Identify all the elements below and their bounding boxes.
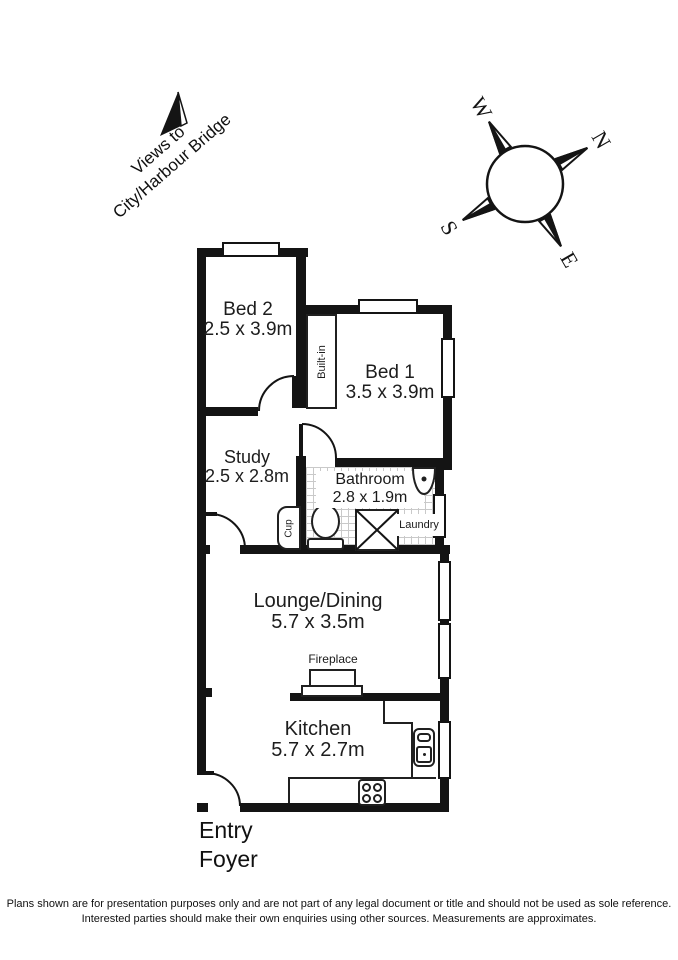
entry-label-line: Entry: [199, 817, 253, 843]
kitchen-sink-drain-dot: [423, 753, 426, 756]
bed2-door-arc: [258, 375, 295, 412]
study-name: Study: [223, 447, 271, 467]
wall-study-bottom: [240, 545, 450, 554]
wall-lounge-kitchen-divider: [290, 693, 449, 701]
wall-study-bathroom-divider: [296, 456, 306, 554]
kitchen-counter-line: [288, 777, 436, 779]
views-note-line1: Views to: [127, 121, 189, 179]
wall-tick-left: [206, 688, 212, 697]
lounge-name: Lounge/Dining: [253, 590, 383, 612]
bed1-dims: 3.5 x 3.9m: [345, 382, 435, 403]
compass-rose-icon: N E S W: [436, 93, 617, 272]
wall-left: [197, 248, 206, 775]
stove: [358, 779, 386, 806]
window-bed1-top: [358, 299, 418, 314]
disclaimer-line2: Interested parties should make their own…: [81, 913, 597, 925]
bathroom-dims: 2.8 x 1.9m: [332, 489, 408, 506]
bathroom-name: Bathroom: [335, 471, 405, 488]
bed2-label: Bed 2 2.5 x 3.9m: [188, 300, 308, 340]
entry-door-arc: [205, 772, 241, 807]
compass-east-label: E: [555, 248, 583, 272]
bed1-name: Bed 1: [365, 362, 415, 383]
bed2-dims: 2.5 x 3.9m: [203, 319, 293, 340]
fireplace-label: Fireplace: [308, 652, 358, 666]
lounge-dims: 5.7 x 3.5m: [271, 611, 365, 633]
laundry-label: Laundry: [399, 519, 439, 531]
view-direction-arrow-icon: [160, 91, 188, 136]
shower-tray: [355, 509, 399, 551]
disclaimer-line1: Plans shown are for presentation purpose…: [6, 898, 672, 910]
study-dims: 2.5 x 2.8m: [204, 466, 290, 486]
bed1-label: Bed 1 3.5 x 3.9m: [330, 363, 450, 403]
disclaimer: Plans shown are for presentation purpose…: [0, 897, 678, 927]
entry-foyer-label: Entry Foyer: [199, 816, 258, 874]
kitchen-counter-line: [383, 722, 413, 724]
stove-burner: [362, 794, 371, 803]
window-bed2: [222, 242, 280, 257]
fireplace-hearth: [301, 685, 363, 697]
kitchen-counter-line: [383, 701, 385, 724]
window-lounge-2: [438, 623, 451, 679]
hall-door-arc: [301, 423, 337, 459]
wall-study-bottom-stub: [197, 545, 210, 554]
bathroom-label-chip: Bathroom 2.8 x 1.9m: [316, 471, 424, 508]
wall-bed2-bottom: [197, 407, 258, 416]
kitchen-counter-line: [288, 779, 290, 803]
stove-burner: [373, 783, 382, 792]
study-door-arc: [209, 513, 246, 550]
wall-bottom-stub: [197, 803, 208, 812]
kitchen-name: Kitchen: [284, 718, 352, 740]
cupboard-label: Cup: [283, 518, 295, 538]
bed2-name: Bed 2: [223, 299, 273, 320]
lounge-label: Lounge/Dining 5.7 x 3.5m: [238, 591, 398, 633]
kitchen-label: Kitchen 5.7 x 2.7m: [238, 719, 398, 761]
wall-bed2-right: [296, 248, 306, 408]
study-label: Study 2.5 x 2.8m: [187, 448, 307, 486]
window-bed1-right: [441, 338, 455, 398]
stove-burner: [373, 794, 382, 803]
kitchen-dims: 5.7 x 2.7m: [271, 739, 365, 761]
built-in-closet: Built-in: [306, 314, 337, 409]
compass-north-label: N: [587, 127, 617, 153]
stove-burner: [362, 783, 371, 792]
kitchen-counter-line: [411, 722, 413, 779]
toilet-cistern: [307, 538, 344, 550]
laundry-area: Laundry: [396, 514, 442, 536]
window-lounge-1: [438, 561, 451, 621]
foyer-label-line: Foyer: [199, 846, 258, 872]
toilet-bowl: [311, 504, 340, 539]
window-kitchen: [438, 721, 451, 779]
compass-west-label: W: [465, 93, 497, 124]
compass-south-label: S: [436, 216, 464, 239]
cupboard: Cup: [277, 506, 301, 550]
wall-bottom: [240, 803, 449, 812]
wall-bathroom-top: [335, 458, 452, 467]
kitchen-sink-drainer: [417, 733, 431, 742]
built-in-label: Built-in: [315, 344, 328, 379]
